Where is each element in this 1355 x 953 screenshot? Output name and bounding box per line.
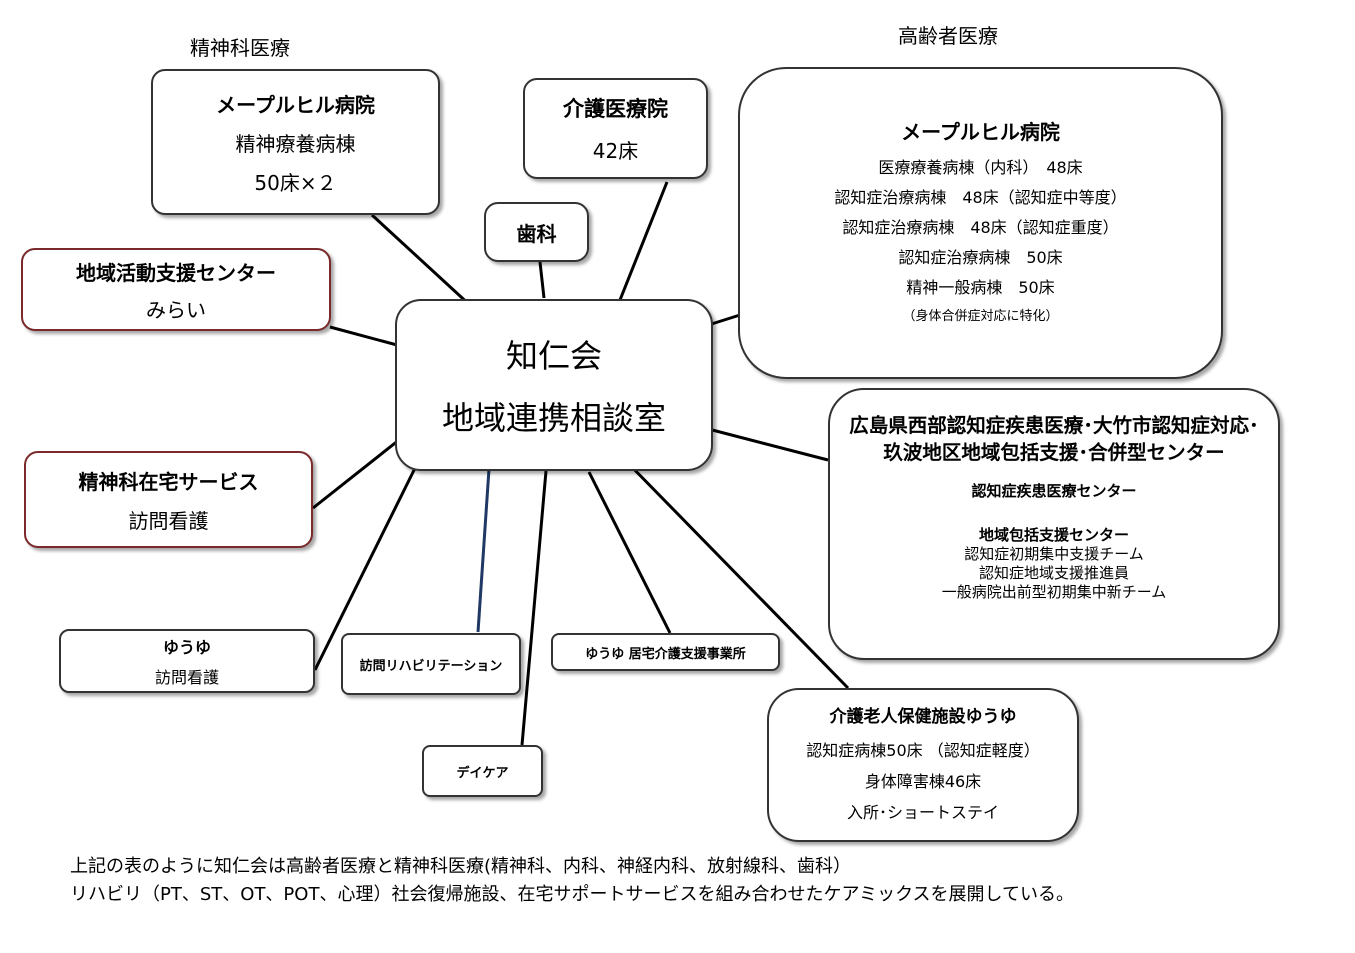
maple-geri-line: 認知症治療病棟 50床 — [898, 247, 1063, 267]
yuyu-visit-title: ゆうゆ — [162, 638, 211, 657]
nursing-home-box: 介護老人保健施設ゆうゆ 認知症病棟50床 （認知症軽度） 身体障害棟46床 入所… — [767, 688, 1079, 842]
heading-geriatric: 高齢者医療 — [898, 24, 998, 48]
community-center-name: みらい — [146, 297, 206, 322]
psych-home-title: 精神科在宅サービス — [78, 469, 259, 494]
nursing-home-line: 入所･ショートステイ — [846, 803, 999, 822]
dementia-center-item: 認知症地域支援推進員 — [978, 564, 1129, 582]
connector-maple-psych — [370, 213, 474, 309]
footer-line-1: 上記の表のように知仁会は高齢者医療と精神科医療(精神科、内科、神経内科、放射線科… — [70, 856, 852, 877]
maple-geri-line: 精神一般病棟 50床 — [906, 277, 1055, 297]
connector-dental — [538, 261, 546, 299]
daycare-title: デイケア — [456, 765, 509, 781]
maple-geri-box: メープルヒル病院 医療療養病棟（内科） 48床 認知症治療病棟 48床（認知症中… — [738, 67, 1223, 379]
dementia-center-box: 広島県西部認知症疾患医療･大竹市認知症対応･玖波地区地域包括支援･合併型センター… — [828, 388, 1280, 660]
dental-box: 歯科 — [484, 202, 589, 262]
care-hospital-beds: 42床 — [592, 139, 639, 163]
connector-nursing-home — [623, 458, 850, 690]
maple-geri-title: メープルヒル病院 — [901, 119, 1060, 144]
maple-psych-title: メープルヒル病院 — [216, 92, 375, 117]
dental-title: 歯科 — [516, 221, 557, 246]
maple-psych-box: メープルヒル病院 精神療養病棟 50床×２ — [151, 69, 440, 215]
maple-psych-beds: 50床×２ — [254, 170, 337, 195]
connector-care-office — [587, 471, 672, 634]
nursing-home-title: 介護老人保健施設ゆうゆ — [829, 707, 1017, 727]
maple-psych-ward: 精神療養病棟 — [235, 131, 356, 156]
center-title-org: 知仁会 — [505, 337, 602, 375]
community-center-box: 地域活動支援センター みらい — [21, 248, 331, 331]
community-center-title: 地域活動支援センター — [76, 260, 276, 285]
center-box: 知仁会 地域連携相談室 — [395, 299, 713, 471]
connector-daycare — [520, 470, 548, 746]
care-office-box: ゆうゆ 居宅介護支援事業所 — [551, 633, 780, 671]
heading-psychiatry: 精神科医療 — [190, 36, 290, 60]
yuyu-visit-box: ゆうゆ 訪問看護 — [59, 629, 315, 693]
care-hospital-title: 介護医療院 — [563, 97, 668, 121]
nursing-home-line: 身体障害棟46床 — [864, 772, 982, 791]
daycare-box: デイケア — [422, 745, 543, 797]
psych-home-box: 精神科在宅サービス 訪問看護 — [24, 451, 313, 548]
maple-geri-note: （身体合併症対応に特化） — [902, 308, 1059, 324]
center-title-office: 地域連携相談室 — [441, 399, 666, 437]
connector-rehab-visit — [476, 468, 491, 633]
connector-care-hospital — [616, 181, 669, 306]
yuyu-visit-service: 訪問看護 — [154, 668, 219, 687]
connector-yuyu-visit — [313, 451, 425, 671]
dementia-center-title: 広島県西部認知症疾患医療･大竹市認知症対応･玖波地区地域包括支援･合併型センター — [849, 414, 1259, 464]
rehab-visit-title: 訪問リハビリテーション — [359, 658, 503, 674]
nursing-home-line: 認知症病棟50床 （認知症軽度） — [806, 741, 1040, 760]
dementia-center-sub1: 認知症疾患医療センター — [971, 482, 1137, 500]
maple-geri-line: 認知症治療病棟 48床（認知症中等度） — [834, 187, 1127, 207]
footer-line-2: リハビリ（PT、ST、OT、POT、心理）社会復帰施設、在宅サポートサービスを組… — [70, 884, 1075, 905]
dementia-center-item: 認知症初期集中支援チーム — [964, 545, 1144, 563]
rehab-visit-box: 訪問リハビリテーション — [341, 633, 521, 695]
maple-geri-line: 認知症治療病棟 48床（認知症重度） — [842, 217, 1119, 237]
dementia-center-sub2: 地域包括支援センター — [978, 526, 1129, 544]
care-office-title: ゆうゆ 居宅介護支援事業所 — [585, 646, 746, 662]
care-hospital-box: 介護医療院 42床 — [523, 78, 708, 179]
psych-home-service: 訪問看護 — [128, 508, 209, 533]
dementia-center-item: 一般病院出前型初期集中新チーム — [941, 583, 1167, 601]
maple-geri-line: 医療療養病棟（内科） 48床 — [878, 157, 1083, 177]
connector-dementia-center — [692, 423, 829, 462]
